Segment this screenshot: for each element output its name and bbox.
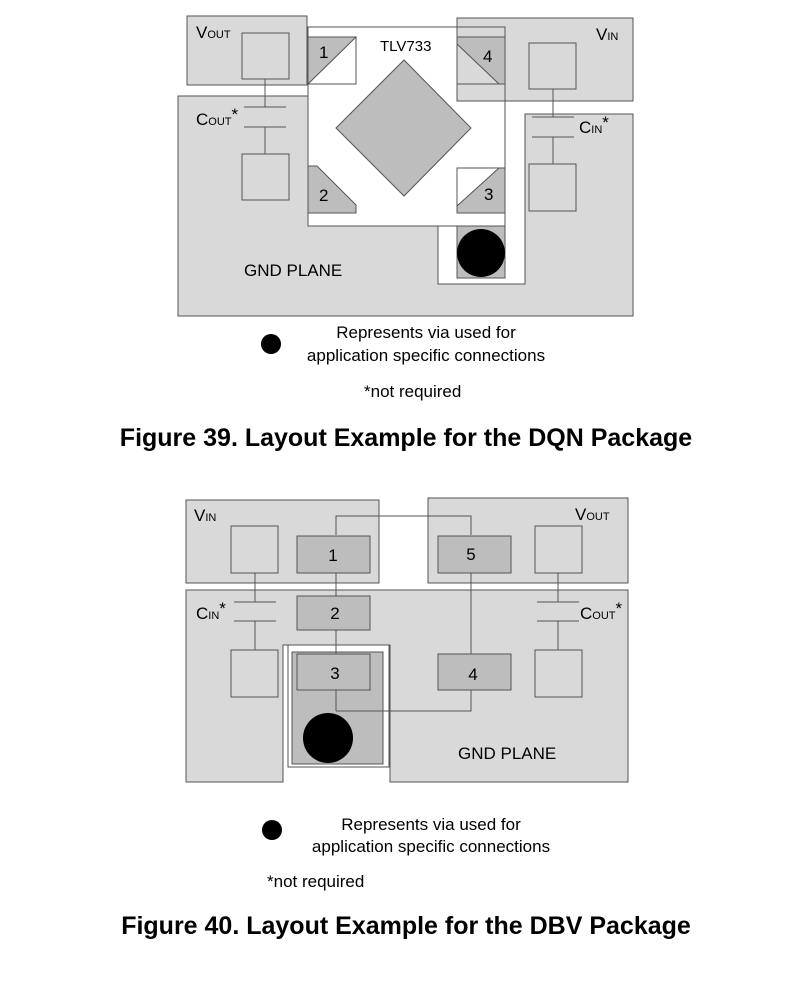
gnd-label-40: GND PLANE xyxy=(458,744,556,763)
vin-label-40: VIN xyxy=(194,506,216,525)
pin3-label-40: 3 xyxy=(330,664,339,683)
cout-pad-bottom-40 xyxy=(534,649,583,698)
legend-line1-40: Represents via used for xyxy=(341,815,521,834)
note-40: *not required xyxy=(267,872,364,891)
legend-via-icon-40 xyxy=(262,820,282,840)
pin3-pad-40 xyxy=(296,653,371,691)
cout-pad-top-39 xyxy=(241,32,290,80)
vout-label-40: VOUT xyxy=(575,505,610,524)
cout-capacitor-39 xyxy=(244,79,286,154)
figure-40-diagram: VIN VOUT CIN* COUT* 1 2 3 4 5 GND PLANE … xyxy=(185,497,629,891)
legend-via-icon-39 xyxy=(261,334,281,354)
cin-pad-bottom-39 xyxy=(528,163,577,212)
pin3-label-39: 3 xyxy=(484,185,493,204)
cout-capacitor-40 xyxy=(537,573,579,650)
via-40 xyxy=(303,713,353,763)
legend-line2-40: application specific connections xyxy=(312,837,550,856)
pin1-pad-39 xyxy=(307,36,358,86)
pin1-label-40: 1 xyxy=(328,546,337,565)
legend-line1-39: Represents via used for xyxy=(336,323,516,342)
via-39 xyxy=(457,229,505,277)
cout-label-39: COUT* xyxy=(196,105,239,129)
cin-pad-top-39 xyxy=(528,42,577,90)
part-label-39: TLV733 xyxy=(380,38,431,55)
gnd-label-39: GND PLANE xyxy=(244,261,342,280)
pin5-pad-40 xyxy=(437,535,512,574)
gnd-notch-outline-39 xyxy=(437,114,526,285)
pin4-label-39: 4 xyxy=(483,47,492,66)
ic-outline-40 xyxy=(335,515,472,712)
cin-label-39: CIN* xyxy=(579,113,609,137)
pin2-label-40: 2 xyxy=(330,604,339,623)
pin2-label-39: 2 xyxy=(319,186,328,205)
cout-pad-top-40 xyxy=(534,525,583,574)
thermal-pad-39 xyxy=(335,59,472,197)
cin-capacitor-40 xyxy=(234,573,276,650)
cin-pad-top-40 xyxy=(230,525,279,574)
pin1-pad-40 xyxy=(296,535,371,574)
note-39: *not required xyxy=(364,382,461,401)
legend-line2-39: application specific connections xyxy=(307,346,545,365)
cout-label-40: COUT* xyxy=(580,599,623,623)
caption-fig39: Figure 39. Layout Example for the DQN Pa… xyxy=(120,424,692,452)
pin2-pad-39 xyxy=(307,165,357,214)
caption-fig40: Figure 40. Layout Example for the DBV Pa… xyxy=(121,912,691,940)
pin2-pad-40 xyxy=(296,595,371,631)
cout-pad-bottom-39 xyxy=(241,153,290,201)
cin-label-40: CIN* xyxy=(196,599,226,623)
cin-capacitor-39 xyxy=(532,89,574,164)
cin-pad-bottom-40 xyxy=(230,649,279,698)
gnd-plane-40 xyxy=(185,589,629,783)
vout-label-39: VOUT xyxy=(196,23,231,42)
figure-39-diagram: VOUT VIN COUT* CIN* TLV733 1 2 3 4 GND P… xyxy=(177,15,634,401)
vin-label-39: VIN xyxy=(596,25,618,44)
pin1-label-39: 1 xyxy=(319,43,328,62)
pin4-label-40: 4 xyxy=(468,665,477,684)
pin5-label-40: 5 xyxy=(466,545,475,564)
pin3-pad-39 xyxy=(456,167,506,214)
pin4-pad-40 xyxy=(437,653,512,691)
